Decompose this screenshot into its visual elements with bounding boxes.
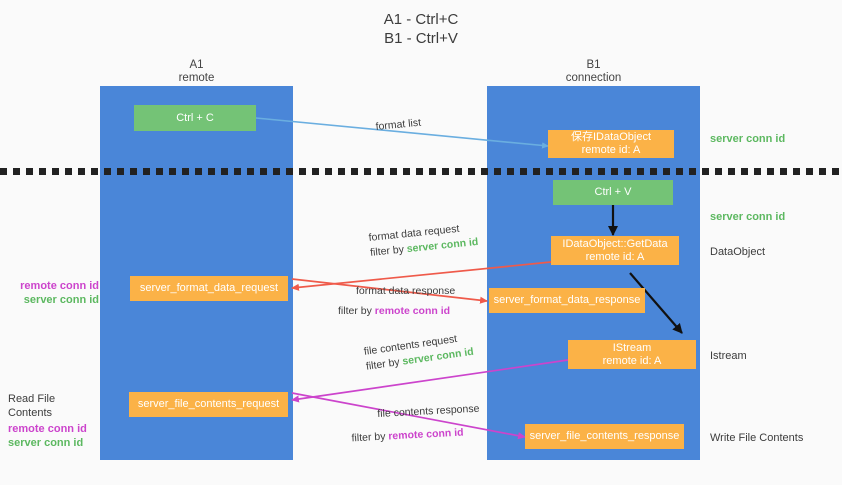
box-server-file-contents-response-label: server_file_contents_response <box>529 430 680 442</box>
box-idataobject-getdata[interactable]: IDataObject::GetData remote id: A <box>551 236 679 265</box>
label-format-data-response-line1: format data response <box>356 285 456 297</box>
box-server-format-data-response-label: server_format_data_response <box>493 294 641 306</box>
box-ctrl-c[interactable]: Ctrl + C <box>134 105 256 131</box>
side-label-read-file-contents: Read File Contents <box>8 393 56 419</box>
label-file-contents-response: file contents response filter by remote … <box>351 402 481 445</box>
filter-key-remote-conn-id: remote conn id <box>388 426 464 443</box>
box-server-format-data-request-label: server_format_data_request <box>139 282 279 294</box>
column-b1-sub: connection <box>565 72 622 84</box>
box-istream-line2: remote id: A <box>602 354 662 367</box>
box-ctrl-c-label: Ctrl + C <box>176 111 214 124</box>
filter-prefix: filter by <box>369 243 408 259</box>
box-server-format-data-response[interactable]: server_format_data_response <box>489 288 645 313</box>
box-ctrl-v[interactable]: Ctrl + V <box>553 180 673 205</box>
arrow-file-contents-request <box>291 359 569 403</box>
box-save-idataobject[interactable]: 保存IDataObject remote id: A <box>548 130 674 158</box>
side-label-server-conn-id: server conn id <box>8 437 84 449</box>
column-b1-name: B1 <box>586 59 601 71</box>
arrow-getdata-to-istream <box>629 272 683 334</box>
box-server-file-contents-request-label: server_file_contents_request <box>137 398 280 410</box>
filter-key-remote-conn-id: remote conn id <box>374 305 451 317</box>
box-getdata-line1: IDataObject::GetData <box>562 237 668 250</box>
label-format-data-response: format data response filter by remote co… <box>338 284 456 319</box>
side-label-server-conn-id: server conn id <box>23 294 99 306</box>
side-label-remote-conn-id: remote conn id <box>20 280 99 292</box>
arrow-file-contents-response <box>291 392 526 440</box>
title-line-1: A1 - Ctrl+C <box>383 11 459 28</box>
diagram-title: A1 - Ctrl+C B1 - Ctrl+V <box>0 10 842 48</box>
side-label-server-conn-id-second: server conn id <box>710 211 786 223</box>
box-save-idataobject-line1: 保存IDataObject <box>570 131 652 143</box>
box-getdata-line2: remote id: A <box>585 250 645 263</box>
side-label-remote-conn-id: remote conn id <box>8 423 87 435</box>
filter-prefix: filter by <box>338 305 375 317</box>
filter-prefix: filter by <box>365 355 404 373</box>
arrow-format-list <box>255 117 549 149</box>
filter-prefix: filter by <box>351 430 389 445</box>
arrow-format-data-response <box>291 278 488 304</box>
side-label-server-conn-id-top: server conn id <box>710 133 786 145</box>
box-server-file-contents-response[interactable]: server_file_contents_response <box>525 424 684 449</box>
column-header-a1: A1 remote <box>100 59 293 85</box>
dashed-divider <box>0 168 842 175</box>
side-label-dataobject: DataObject <box>710 246 766 258</box>
box-istream-line1: IStream <box>612 341 652 354</box>
box-ctrl-v-label: Ctrl + V <box>594 186 632 198</box>
label-format-data-response-filter: filter by remote conn id <box>338 304 455 319</box>
side-label-read-file-contents-group: Read File Contents remote conn id server… <box>8 392 99 450</box>
side-label-conn-ids-format: remote conn id server conn id <box>11 279 99 307</box>
column-a1-sub: remote <box>178 72 215 84</box>
title-line-2: B1 - Ctrl+V <box>384 30 458 47</box>
side-label-istream: Istream <box>710 350 747 362</box>
box-save-idataobject-line2: remote id: A <box>581 144 641 156</box>
side-label-write-file-contents: Write File Contents <box>710 432 804 444</box>
column-header-b1: B1 connection <box>487 59 700 85</box>
box-server-file-contents-request[interactable]: server_file_contents_request <box>129 392 288 417</box>
column-a1-name: A1 <box>189 59 204 71</box>
box-server-format-data-request[interactable]: server_format_data_request <box>130 276 288 301</box>
box-istream[interactable]: IStream remote id: A <box>568 340 696 369</box>
